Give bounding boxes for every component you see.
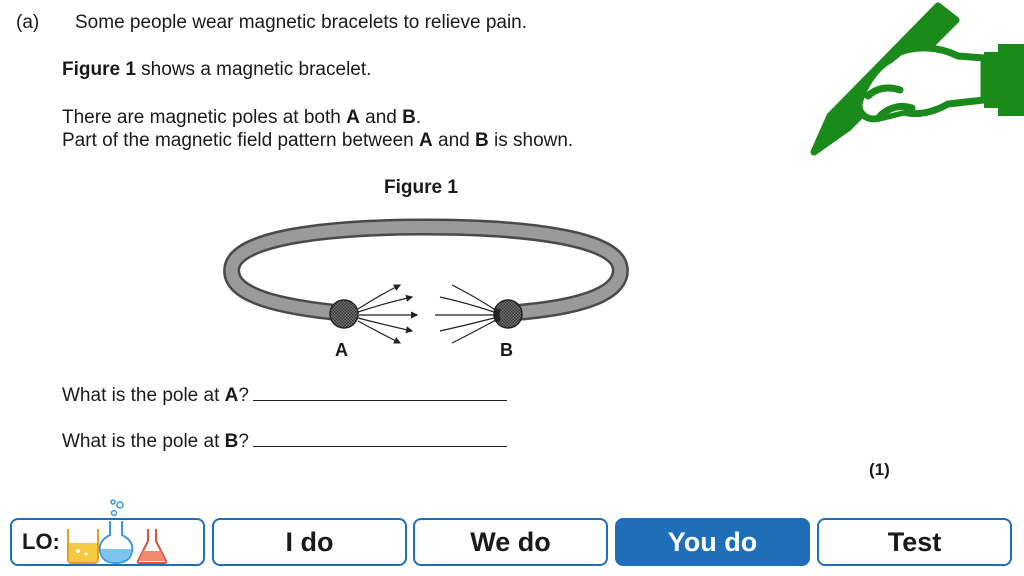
q2-letter: B xyxy=(224,431,239,452)
figure-ref-bold: Figure 1 xyxy=(62,59,136,80)
field-a: A xyxy=(419,130,433,151)
pole-b xyxy=(493,299,523,329)
poles-text-1: There are magnetic poles at both xyxy=(62,107,347,128)
nav-button-you-do[interactable]: You do xyxy=(615,518,810,566)
field-text-3: is shown. xyxy=(488,130,574,151)
q1-text: What is the pole at xyxy=(62,385,225,406)
question-pole-b: What is the pole at B? xyxy=(62,430,507,453)
q2-mark: ? xyxy=(238,431,249,452)
nav-button-we-do[interactable]: We do xyxy=(413,518,608,566)
pole-b-label: B xyxy=(500,340,513,360)
question-intro: Some people wear magnetic bracelets to r… xyxy=(75,12,528,33)
writing-hand-icon xyxy=(810,2,1024,156)
field-b: B xyxy=(475,130,489,151)
figure-title: Figure 1 xyxy=(384,177,458,198)
q1-letter: A xyxy=(224,385,239,406)
pole-a-label: A xyxy=(335,340,348,360)
poles-text-3: . xyxy=(415,107,422,128)
poles-text-2: and xyxy=(359,107,403,128)
figure-ref-rest: shows a magnetic bracelet. xyxy=(135,59,372,80)
science-icons xyxy=(66,499,168,565)
nav-button-label: I do xyxy=(285,526,334,557)
beaker-icon xyxy=(66,529,99,564)
round-flask-icon xyxy=(98,499,134,565)
question-pole-a: What is the pole at A? xyxy=(62,384,507,407)
figure-reference: Figure 1 shows a magnetic bracelet. xyxy=(62,59,371,81)
field-lines-a xyxy=(357,284,419,344)
nav-button-test[interactable]: Test xyxy=(817,518,1012,566)
nav-button-label: We do xyxy=(470,526,551,557)
marks: (1) xyxy=(869,460,890,479)
nav-button-label: You do xyxy=(667,526,758,557)
field-lines-b xyxy=(435,284,501,344)
poles-a: A xyxy=(346,107,360,128)
poles-b: B xyxy=(402,107,416,128)
conical-flask-icon xyxy=(136,529,168,564)
pole-a xyxy=(329,299,359,329)
q1-mark: ? xyxy=(238,385,249,406)
field-text-2: and xyxy=(432,130,475,151)
field-statement: Part of the magnetic field pattern betwe… xyxy=(62,130,573,152)
bracelet-figure xyxy=(223,218,629,344)
poles-statement: There are magnetic poles at both A and B… xyxy=(62,107,421,129)
q2-text: What is the pole at xyxy=(62,431,225,452)
nav-button-label: Test xyxy=(887,526,942,557)
nav-button-i-do[interactable]: I do xyxy=(212,518,407,566)
answer-line-b[interactable] xyxy=(252,430,507,447)
lo-box[interactable]: LO: xyxy=(10,499,205,566)
answer-line-a[interactable] xyxy=(252,384,507,401)
lo-label: LO: xyxy=(22,529,60,554)
field-text-1: Part of the magnetic field pattern betwe… xyxy=(62,130,419,151)
part-label: (a) xyxy=(16,12,40,33)
